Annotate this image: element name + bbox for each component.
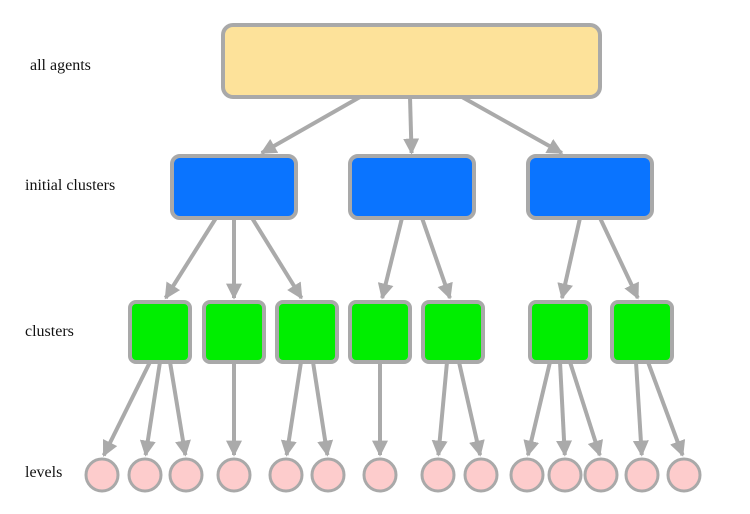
edge-root-to-initial-1 — [260, 95, 361, 155]
row-label-levels: levels — [25, 464, 62, 481]
cluster-node — [348, 300, 412, 364]
cluster-node — [275, 300, 339, 364]
edge-cluster-to-level — [457, 361, 485, 457]
edge-initial-to-cluster-3 — [250, 216, 304, 300]
edge-initial-to-cluster-6 — [557, 217, 582, 300]
level-node — [583, 457, 619, 493]
edge-cluster-to-level — [431, 361, 449, 457]
edge-initial-to-cluster-7 — [598, 217, 640, 300]
initial-cluster-node — [526, 154, 654, 220]
edge-cluster-to-level — [568, 361, 604, 457]
cluster-node — [610, 300, 674, 364]
level-node — [84, 457, 120, 493]
edge-cluster-to-level — [101, 361, 152, 457]
edge-cluster-to-level — [556, 361, 573, 457]
level-node — [624, 457, 660, 493]
edge-cluster-to-level — [280, 361, 303, 457]
edge-initial-to-cluster-5 — [420, 217, 453, 300]
initial-cluster-node — [348, 154, 476, 220]
level-node — [127, 457, 163, 493]
edge-cluster-to-level — [168, 361, 191, 457]
edge-root-to-initial-3 — [461, 95, 564, 155]
level-node — [216, 457, 252, 493]
nodes-layer — [84, 23, 702, 493]
edge-cluster-to-level — [523, 361, 552, 457]
level-node — [509, 457, 545, 493]
edge-cluster-to-level — [139, 361, 162, 457]
edge-cluster-to-level — [311, 361, 334, 457]
level-node — [463, 457, 499, 493]
initial-cluster-node — [170, 154, 298, 220]
level-node — [666, 457, 702, 493]
level-node — [168, 457, 204, 493]
level-node — [420, 457, 456, 493]
level-node — [362, 457, 398, 493]
row-label-initial-clusters: initial clusters — [25, 177, 115, 194]
cluster-node — [202, 300, 266, 364]
edge-initial-to-cluster-1 — [163, 216, 218, 300]
level-node — [310, 457, 346, 493]
all-agents-node — [221, 23, 602, 99]
cluster-node — [421, 300, 485, 364]
edge-initial-to-cluster-4 — [377, 217, 404, 300]
edge-root-to-initial-2 — [403, 96, 420, 155]
level-node — [547, 457, 583, 493]
edges-layer — [101, 95, 686, 457]
edge-cluster-to-level — [632, 361, 649, 457]
cluster-node — [128, 300, 192, 364]
row-label-all-agents: all agents — [30, 57, 91, 74]
row-label-clusters: clusters — [25, 323, 74, 340]
edge-cluster-to-level — [646, 361, 686, 457]
cluster-node — [528, 300, 592, 364]
level-node — [268, 457, 304, 493]
